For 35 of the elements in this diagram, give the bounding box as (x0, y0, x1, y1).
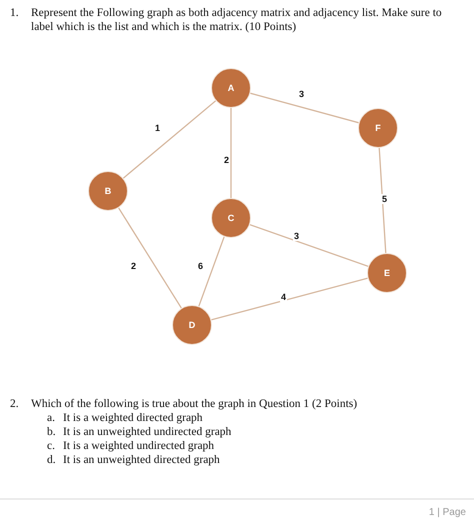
edge-label: 4 (280, 292, 288, 302)
edge-line (211, 278, 368, 320)
option-text: It is an unweighted directed graph (63, 453, 221, 467)
edge-line (250, 92, 359, 124)
edge-line (118, 208, 182, 308)
option-letter: a. (47, 411, 56, 425)
option-text: It is a weighted undirected graph (63, 439, 216, 453)
edge-label: 2 (223, 155, 230, 165)
edge-label: 1 (154, 123, 162, 133)
edge-label: 3 (298, 89, 306, 99)
edge-line (250, 224, 368, 267)
option-letter: c. (47, 439, 56, 453)
edge-line (378, 148, 386, 254)
edge-line (198, 236, 225, 306)
edge-line (230, 108, 232, 198)
graph-vertex: B (88, 171, 128, 211)
graph-vertex: F (358, 108, 398, 148)
option-letter: d. (47, 453, 57, 467)
option-letter: b. (47, 425, 57, 439)
edge-label: 5 (381, 194, 388, 204)
option-text: It is an unweighted undirected graph (63, 425, 232, 439)
edge-label: 3 (293, 231, 300, 241)
graph-vertex: E (367, 253, 407, 293)
option-text: It is a weighted directed graph (63, 411, 204, 425)
question-text: Represent the Following graph as both adjacency matrix and adjacency list. Make sure to label which is the list and which is the matrix. (10 Points) (31, 6, 443, 34)
question-number: 1. (10, 6, 20, 20)
question-number: 2. (10, 397, 20, 411)
question-text: Which of the following is true about the graph in Question 1 (2 Points) (31, 397, 358, 411)
graph-vertex: D (172, 305, 212, 345)
graph-vertex: A (211, 68, 251, 108)
page-number: 1 | Page (428, 506, 466, 520)
edge-line (122, 100, 216, 179)
edge-label: 2 (130, 261, 138, 271)
edge-label: 6 (197, 261, 204, 271)
graph-vertex: C (211, 198, 251, 238)
